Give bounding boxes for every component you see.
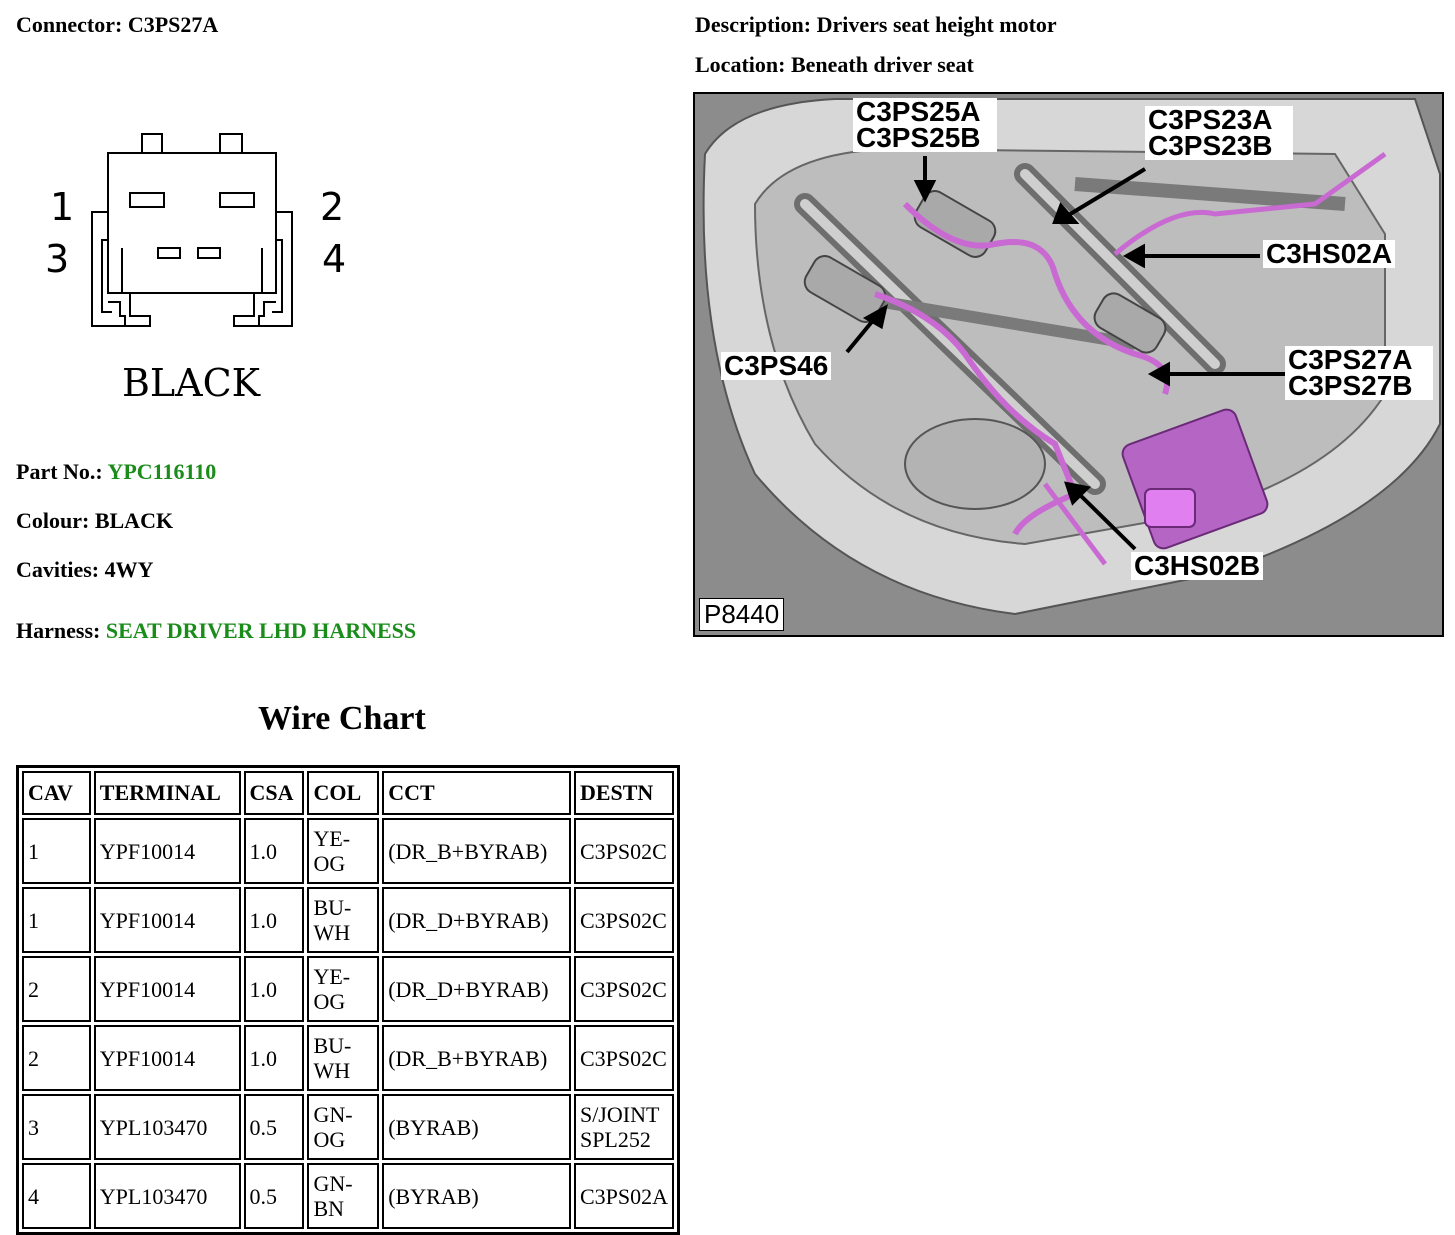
wire-chart-header-row: CAV TERMINAL CSA COL CCT DESTN bbox=[22, 771, 674, 815]
cell-cct: (BYRAB) bbox=[382, 1163, 571, 1229]
cell-col: GN-BN bbox=[307, 1163, 380, 1229]
cell-cav: 2 bbox=[22, 956, 91, 1022]
table-row: 1 YPF10014 1.0 BU-WH (DR_D+BYRAB) C3PS02… bbox=[22, 887, 674, 953]
callout-c3ps25: C3PS25A C3PS25B bbox=[853, 98, 997, 152]
cavities-label: Cavities: bbox=[16, 557, 100, 582]
table-row: 3 YPL103470 0.5 GN-OG (BYRAB) S/JOINT SP… bbox=[22, 1094, 674, 1160]
harness-label: Harness: bbox=[16, 618, 101, 643]
cell-terminal: YPL103470 bbox=[93, 1094, 241, 1160]
header-destn: DESTN bbox=[573, 771, 674, 815]
description-value: Drivers seat height motor bbox=[816, 12, 1057, 37]
table-row: 1 YPF10014 1.0 YE-OG (DR_B+BYRAB) C3PS02… bbox=[22, 818, 674, 884]
header-terminal: TERMINAL bbox=[93, 771, 241, 815]
callout-c3hs02a: C3HS02A bbox=[1263, 240, 1396, 268]
table-row: 2 YPF10014 1.0 BU-WH (DR_B+BYRAB) C3PS02… bbox=[22, 1025, 674, 1091]
connector-face-diagram: 1 2 3 4 BLACK bbox=[45, 133, 346, 405]
cell-destn: C3PS02A bbox=[573, 1163, 674, 1229]
description-label: Description: bbox=[695, 12, 812, 37]
pin-label-4: 4 bbox=[322, 237, 346, 281]
header-col: COL bbox=[307, 771, 380, 815]
cell-cct: (DR_D+BYRAB) bbox=[382, 956, 571, 1022]
image-reference-code: P8440 bbox=[699, 598, 785, 631]
pin-label-2: 2 bbox=[320, 185, 344, 229]
wire-chart-table: CAV TERMINAL CSA COL CCT DESTN 1 YPF1001… bbox=[16, 765, 680, 1235]
cell-cav: 4 bbox=[22, 1163, 91, 1229]
wire-chart-title: Wire Chart bbox=[258, 700, 426, 737]
cell-destn: C3PS02C bbox=[573, 1025, 674, 1091]
cell-col: GN-OG bbox=[307, 1094, 380, 1160]
cell-terminal: YPF10014 bbox=[93, 1025, 241, 1091]
connector-field: Connector: C3PS27A bbox=[16, 12, 218, 38]
connector-value: C3PS27A bbox=[127, 12, 219, 37]
cell-csa: 1.0 bbox=[243, 956, 305, 1022]
callout-c3ps23: C3PS23A C3PS23B bbox=[1145, 106, 1293, 160]
seat-frame-illustration bbox=[695, 94, 1442, 635]
table-row: 4 YPL103470 0.5 GN-BN (BYRAB) C3PS02A bbox=[22, 1163, 674, 1229]
cell-csa: 1.0 bbox=[243, 1025, 305, 1091]
cell-destn: C3PS02C bbox=[573, 887, 674, 953]
cavities-value: 4WY bbox=[104, 557, 154, 582]
cell-cav: 1 bbox=[22, 818, 91, 884]
colour-field: Colour: BLACK bbox=[16, 508, 173, 534]
cell-destn: C3PS02C bbox=[573, 956, 674, 1022]
cell-cav: 2 bbox=[22, 1025, 91, 1091]
cell-terminal: YPL103470 bbox=[93, 1163, 241, 1229]
cell-col: YE-OG bbox=[307, 818, 380, 884]
connector-colour-caption: BLACK bbox=[122, 361, 261, 405]
pin-label-1: 1 bbox=[50, 185, 74, 229]
callout-c3hs02b: C3HS02B bbox=[1131, 552, 1264, 580]
colour-label: Colour: bbox=[16, 508, 90, 533]
cell-col: YE-OG bbox=[307, 956, 380, 1022]
location-field: Location: Beneath driver seat bbox=[695, 52, 974, 78]
pin-label-3: 3 bbox=[45, 237, 69, 281]
connector-label: Connector: bbox=[16, 12, 123, 37]
part-no-label: Part No.: bbox=[16, 459, 103, 484]
description-field: Description: Drivers seat height motor bbox=[695, 12, 1057, 38]
colour-value: BLACK bbox=[94, 508, 174, 533]
callout-c3ps27: C3PS27A C3PS27B bbox=[1285, 346, 1433, 400]
cavities-field: Cavities: 4WY bbox=[16, 557, 153, 583]
cell-csa: 1.0 bbox=[243, 818, 305, 884]
harness-link[interactable]: SEAT DRIVER LHD HARNESS bbox=[105, 618, 417, 643]
harness-field: Harness: SEAT DRIVER LHD HARNESS bbox=[16, 618, 416, 644]
cell-destn: C3PS02C bbox=[573, 818, 674, 884]
cell-csa: 0.5 bbox=[243, 1163, 305, 1229]
part-no-link[interactable]: YPC116110 bbox=[107, 459, 217, 484]
cell-terminal: YPF10014 bbox=[93, 887, 241, 953]
cell-destn: S/JOINT SPL252 bbox=[573, 1094, 674, 1160]
header-cav: CAV bbox=[22, 771, 91, 815]
cell-col: BU-WH bbox=[307, 1025, 380, 1091]
cell-cct: (DR_D+BYRAB) bbox=[382, 887, 571, 953]
callout-c3ps46: C3PS46 bbox=[721, 352, 832, 380]
header-cct: CCT bbox=[382, 771, 571, 815]
cell-cav: 1 bbox=[22, 887, 91, 953]
connector-location-image: C3PS25A C3PS25B C3PS23A C3PS23B C3HS02A … bbox=[693, 92, 1444, 637]
header-csa: CSA bbox=[243, 771, 305, 815]
cell-col: BU-WH bbox=[307, 887, 380, 953]
cell-cav: 3 bbox=[22, 1094, 91, 1160]
part-no-field: Part No.: YPC116110 bbox=[16, 459, 216, 485]
cell-csa: 1.0 bbox=[243, 887, 305, 953]
cell-cct: (DR_B+BYRAB) bbox=[382, 1025, 571, 1091]
location-value: Beneath driver seat bbox=[790, 52, 974, 77]
cell-terminal: YPF10014 bbox=[93, 818, 241, 884]
cell-csa: 0.5 bbox=[243, 1094, 305, 1160]
location-label: Location: bbox=[695, 52, 786, 77]
cell-terminal: YPF10014 bbox=[93, 956, 241, 1022]
cell-cct: (DR_B+BYRAB) bbox=[382, 818, 571, 884]
table-row: 2 YPF10014 1.0 YE-OG (DR_D+BYRAB) C3PS02… bbox=[22, 956, 674, 1022]
cell-cct: (BYRAB) bbox=[382, 1094, 571, 1160]
